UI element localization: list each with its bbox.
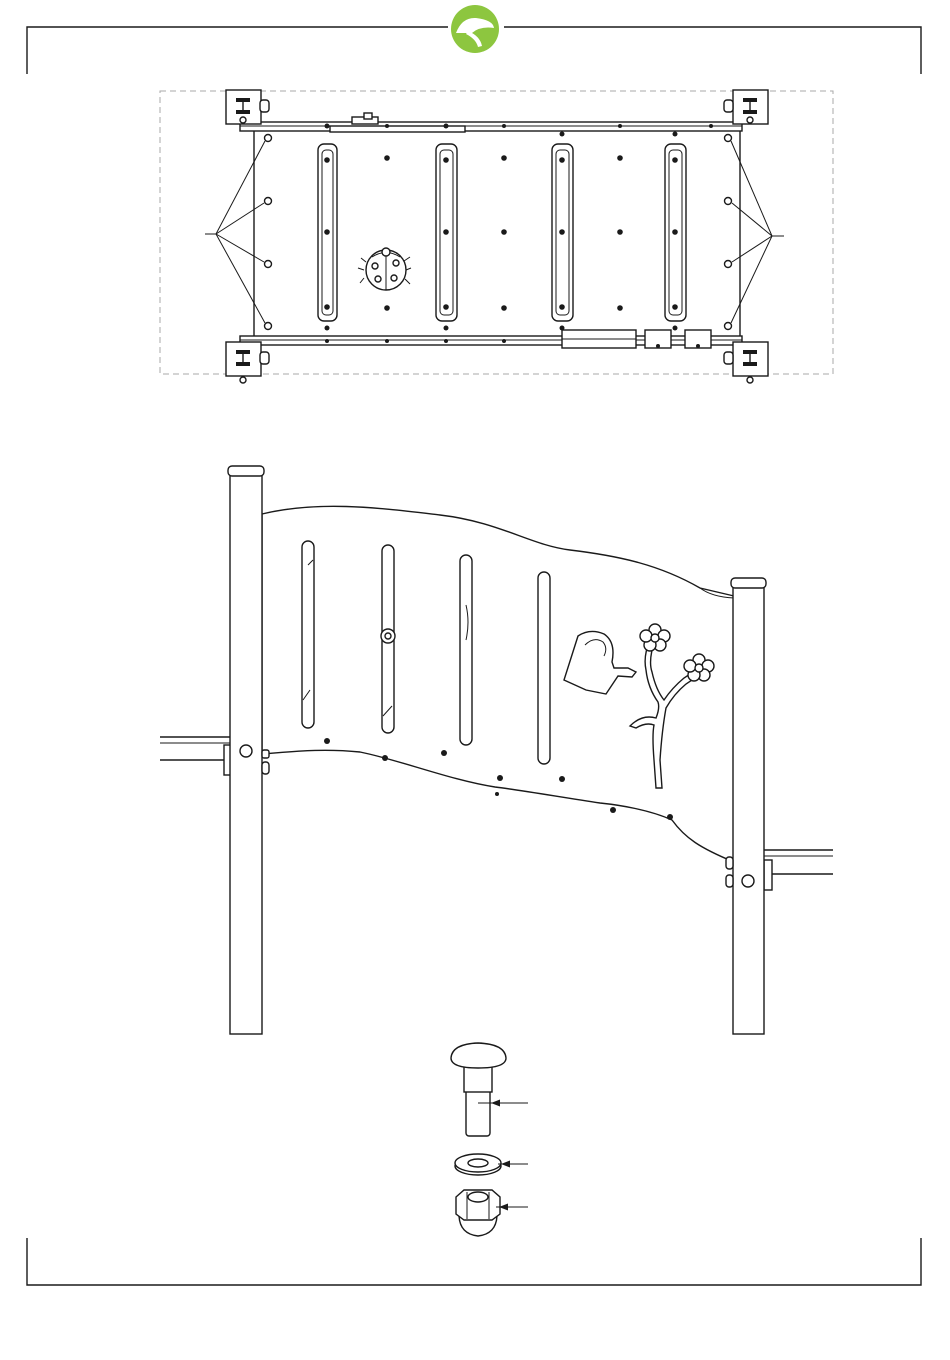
washer-icon <box>455 1154 528 1175</box>
top-view <box>160 90 833 383</box>
carriage-bolt-icon <box>451 1043 528 1136</box>
callout-lines <box>205 141 784 323</box>
corner-post <box>226 342 269 383</box>
slot <box>460 555 472 745</box>
brand-logo <box>451 5 499 53</box>
connecting-beam <box>160 737 232 775</box>
corner-post <box>724 90 768 124</box>
slot <box>302 541 314 728</box>
hardware-detail <box>451 1043 528 1236</box>
wavy-panel <box>262 506 734 862</box>
corner-post <box>724 342 768 383</box>
slot <box>381 545 395 733</box>
slot <box>538 572 550 764</box>
front-view <box>160 466 833 1034</box>
connecting-beam <box>764 850 833 890</box>
footprint-outline <box>160 91 833 374</box>
cap-nut-icon <box>456 1190 528 1236</box>
ladybug-icon <box>358 248 411 290</box>
corner-post <box>226 90 269 124</box>
